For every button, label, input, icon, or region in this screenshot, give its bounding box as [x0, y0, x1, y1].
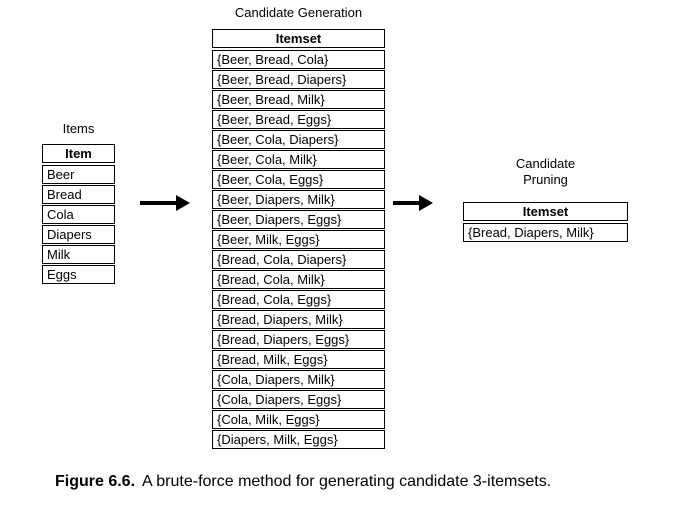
pruning-table-title-line2: Pruning	[523, 172, 568, 187]
table-row: Milk	[42, 245, 115, 264]
table-row: {Beer, Diapers, Eggs}	[212, 210, 385, 229]
pruning-table-title: Candidate Pruning	[463, 156, 628, 188]
table-row: Cola	[42, 205, 115, 224]
table-row: {Beer, Cola, Milk}	[212, 150, 385, 169]
right-arrow-icon	[393, 195, 433, 211]
items-table-title: Items	[62, 121, 95, 136]
table-row: Eggs	[42, 265, 115, 284]
table-row: {Cola, Diapers, Milk}	[212, 370, 385, 389]
table-row: {Bread, Cola, Eggs}	[212, 290, 385, 309]
table-row: {Beer, Cola, Eggs}	[212, 170, 385, 189]
table-row: {Bread, Diapers, Milk}	[212, 310, 385, 329]
arrow-head	[176, 195, 190, 211]
table-row: {Beer, Bread, Diapers}	[212, 70, 385, 89]
table-row: Diapers	[42, 225, 115, 244]
right-arrow-icon	[140, 195, 190, 211]
table-row: {Bread, Diapers, Eggs}	[212, 330, 385, 349]
table-row: {Beer, Bread, Eggs}	[212, 110, 385, 129]
arrow-shaft	[140, 201, 177, 205]
table-row: {Bread, Milk, Eggs}	[212, 350, 385, 369]
table-row: {Beer, Bread, Cola}	[212, 50, 385, 69]
arrow-head	[419, 195, 433, 211]
table-row: {Bread, Cola, Milk}	[212, 270, 385, 289]
figure-caption-text: A brute-force method for generating cand…	[142, 473, 552, 490]
pruning-table: Itemset {Bread, Diapers, Milk}	[463, 202, 628, 243]
table-row: {Bread, Diapers, Milk}	[463, 223, 628, 242]
table-row: {Beer, Cola, Diapers}	[212, 130, 385, 149]
generation-table-header: Itemset	[212, 29, 385, 48]
generation-table: Itemset {Beer, Bread, Cola} {Beer, Bread…	[212, 29, 385, 450]
pruning-table-title-line1: Candidate	[515, 156, 576, 171]
table-row: {Diapers, Milk, Eggs}	[212, 430, 385, 449]
table-row: Beer	[42, 165, 115, 184]
table-row: {Bread, Cola, Diapers}	[212, 250, 385, 269]
generation-table-title: Candidate Generation	[234, 5, 363, 20]
table-row: Bread	[42, 185, 115, 204]
table-row: {Cola, Diapers, Eggs}	[212, 390, 385, 409]
table-row: {Beer, Milk, Eggs}	[212, 230, 385, 249]
table-row: {Beer, Diapers, Milk}	[212, 190, 385, 209]
pruning-table-header: Itemset	[463, 202, 628, 221]
items-table-header: Item	[42, 144, 115, 163]
figure-caption-label: Figure 6.6.	[55, 473, 136, 490]
figure-caption: Figure 6.6. A brute-force method for gene…	[55, 472, 655, 492]
table-row: {Cola, Milk, Eggs}	[212, 410, 385, 429]
table-row: {Beer, Bread, Milk}	[212, 90, 385, 109]
items-table: Item Beer Bread Cola Diapers Milk Eggs	[42, 144, 115, 285]
arrow-shaft	[393, 201, 420, 205]
